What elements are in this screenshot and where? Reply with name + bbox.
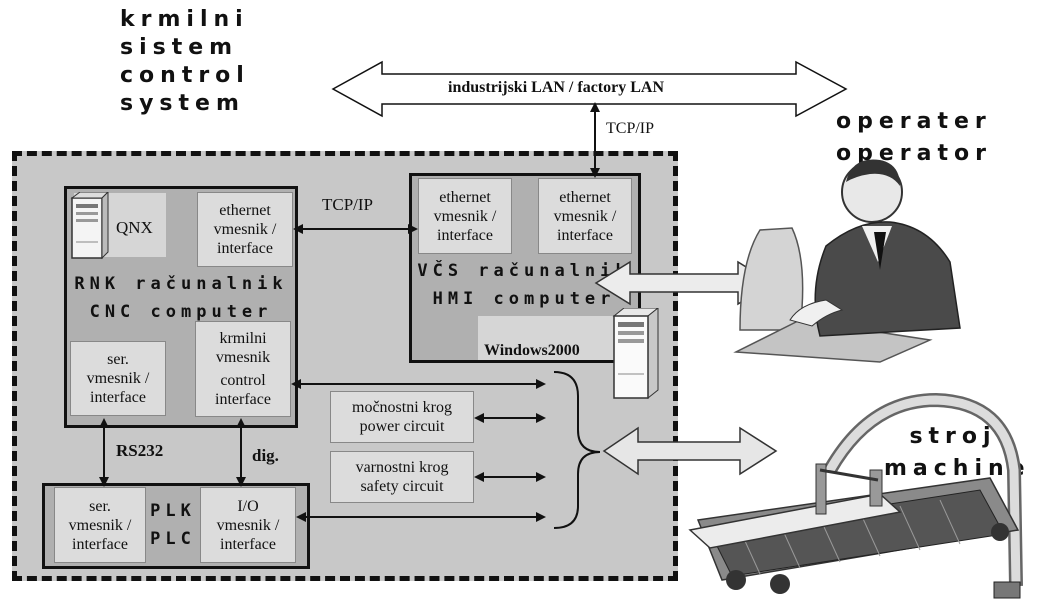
text-line: HMI computer xyxy=(432,289,616,309)
text-line: krmilni xyxy=(219,330,267,347)
cnc-control-interface: krmilni vmesnik control interface xyxy=(195,321,291,417)
text-line: safety circuit xyxy=(360,478,444,495)
qnx-label: QNX xyxy=(116,218,153,237)
text-line: vmesnik / xyxy=(86,370,150,387)
machine-link-arrow xyxy=(602,426,778,476)
text-line: vmesnik / xyxy=(68,516,132,534)
hmi-ethernet-interface-left: ethernet vmesnik / interface xyxy=(418,178,512,254)
plc-io-interface: I/O vmesnik / interface xyxy=(200,487,296,563)
tcp-ip-cnc-hmi-label: TCP/IP xyxy=(322,195,374,214)
cnc-serial-interface: ser. vmesnik / interface xyxy=(70,341,166,416)
text-line: varnostni krog xyxy=(355,459,449,476)
text-line: interface xyxy=(557,226,613,244)
os-label: Windows2000 xyxy=(484,342,580,359)
text-line: interface xyxy=(90,389,146,406)
computer-tower-icon xyxy=(70,192,109,260)
text-line: ethernet xyxy=(219,202,271,219)
text-line: interface xyxy=(220,535,276,553)
text-line: ethernet xyxy=(559,188,611,206)
computer-tower-icon xyxy=(612,308,659,400)
factory-lan-arrow xyxy=(331,60,848,118)
text-line: močnostni krog xyxy=(352,399,452,416)
title-line: stroj xyxy=(909,424,997,449)
control-system-title: krmilni sistem control system xyxy=(120,6,250,118)
power-circuit: močnostni krog power circuit xyxy=(330,391,474,443)
machine-illustration xyxy=(688,392,1023,599)
text-line: power circuit xyxy=(359,418,445,435)
plc-label: PLK PLC xyxy=(146,500,200,550)
text-line: interface xyxy=(437,226,493,244)
text-line: vmesnik / xyxy=(216,516,280,534)
title-line: operater xyxy=(836,109,992,134)
cnc-computer-label: RNK računalnik CNC computer xyxy=(74,273,288,323)
text-line: interface xyxy=(72,535,128,553)
rs232-label: RS232 xyxy=(116,441,164,460)
text-line: control xyxy=(220,372,266,389)
text-line: PLK xyxy=(150,501,196,521)
text-line: vmesnik / xyxy=(213,221,277,238)
text-line: ethernet xyxy=(439,188,491,206)
text-line: interface xyxy=(217,240,273,257)
text-line: interface xyxy=(215,391,271,408)
plc-serial-interface: ser. vmesnik / interface xyxy=(54,487,146,563)
title-line: control xyxy=(120,63,250,88)
text-line: PLC xyxy=(150,529,196,549)
operator-title: operater operator xyxy=(836,106,992,170)
text-line: CNC computer xyxy=(89,302,273,322)
text-line: vmesnik / xyxy=(433,207,497,225)
factory-lan-label: industrijski LAN / factory LAN xyxy=(448,79,665,96)
text-line: RNK računalnik xyxy=(74,274,288,294)
title-line: system xyxy=(120,91,245,116)
title-line: sistem xyxy=(120,35,239,60)
text-line: ser. xyxy=(89,497,111,515)
text-line: vmesnik xyxy=(215,349,271,366)
text-line: VČS računalnik xyxy=(417,261,631,281)
operator-illustration xyxy=(733,159,961,363)
title-line: machine xyxy=(884,456,1031,481)
tcp-ip-lan-label: TCP/IP xyxy=(606,120,655,137)
machine-title: stroj machine xyxy=(884,421,1031,485)
text-line: ser. xyxy=(107,351,129,368)
title-line: krmilni xyxy=(120,7,249,32)
safety-circuit: varnostni krog safety circuit xyxy=(330,451,474,503)
hmi-computer-label: VČS računalnik HMI computer xyxy=(414,260,634,310)
text-line: I/O xyxy=(237,497,259,515)
dig-label: dig. xyxy=(252,446,279,465)
cnc-ethernet-interface: ethernet vmesnik / interface xyxy=(197,192,293,267)
signal-brace xyxy=(553,371,601,529)
os-panel xyxy=(478,316,616,360)
text-line: vmesnik / xyxy=(553,207,617,225)
hmi-ethernet-interface-right: ethernet vmesnik / interface xyxy=(538,178,632,254)
